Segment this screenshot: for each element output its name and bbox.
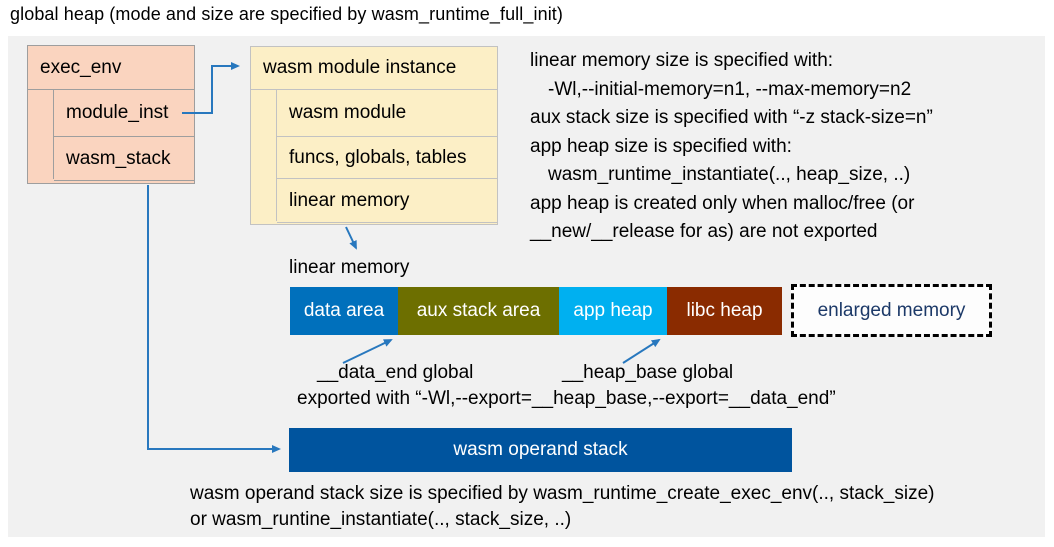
row-linear-memory: linear memory xyxy=(277,179,497,223)
note-line: app heap size is specified with: xyxy=(530,135,792,157)
row-wasm-module: wasm module xyxy=(277,90,497,137)
heap-base-global-label: __heap_base global xyxy=(562,362,734,383)
note-line: app heap is created only when malloc/fre… xyxy=(530,192,915,214)
exec-env-header: exec_env xyxy=(28,46,194,90)
footer-line-2: or wasm_runtine_instantiate(.., stack_si… xyxy=(190,509,572,530)
linear-memory-label: linear memory xyxy=(289,257,410,278)
note-line: linear memory size is specified with: xyxy=(530,50,834,71)
export-note-label: exported with “-Wl,--export=__heap_base,… xyxy=(297,388,836,409)
segment-data-area: data area xyxy=(290,287,398,335)
wasm-module-instance-box: wasm module instance wasm module funcs, … xyxy=(250,46,498,225)
footer-notes: wasm operand stack size is specified by … xyxy=(190,481,935,533)
data-end-global-label: __data_end global xyxy=(317,362,474,383)
note-line: -Wl,--initial-memory=n1, --max-memory=n2 xyxy=(548,78,912,100)
wasm-module-instance-header: wasm module instance xyxy=(251,47,497,90)
note-line: aux stack size is specified with “-z sta… xyxy=(530,107,933,128)
row-funcs-globals-tables: funcs, globals, tables xyxy=(277,137,497,179)
wasm-operand-stack-bar: wasm operand stack xyxy=(289,428,792,472)
note-line: __new/__release for as) are not exported xyxy=(530,221,878,242)
exec-env-row-wasm-stack: wasm_stack xyxy=(54,137,194,181)
segment-enlarged-memory: enlarged memory xyxy=(791,284,992,337)
diagram-title: global heap (mode and size are specified… xyxy=(10,4,563,24)
notes-right: linear memory size is specified with: -W… xyxy=(530,47,1042,247)
segment-libc-heap: libc heap xyxy=(667,287,782,335)
note-line: wasm_runtime_instantiate(.., heap_size, … xyxy=(548,164,911,185)
exec-env-box: exec_env module_inst wasm_stack xyxy=(27,45,195,184)
footer-line-1: wasm operand stack size is specified by … xyxy=(190,483,935,504)
wasm-module-instance-body: wasm module funcs, globals, tables linea… xyxy=(276,90,497,223)
exec-env-body: module_inst wasm_stack xyxy=(53,90,194,181)
segment-aux-stack-area: aux stack area xyxy=(398,287,559,335)
exec-env-row-module-inst: module_inst xyxy=(54,90,194,137)
segment-app-heap: app heap xyxy=(559,287,667,335)
